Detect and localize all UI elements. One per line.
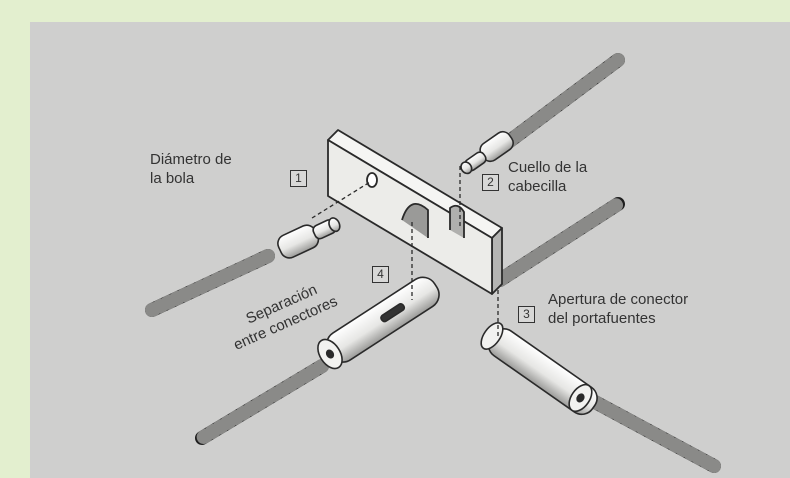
spoke-neck-label: Cuello de la cabecilla <box>508 158 587 196</box>
coiled-wire-group <box>145 53 721 473</box>
holder-opening-label-line2: del portafuentes <box>548 310 656 327</box>
holder-opening-label-line1: Apertura de conector <box>548 291 689 308</box>
holder-connector-left <box>317 276 440 370</box>
callout-number-4: 4 <box>372 266 389 283</box>
holder-connector-right <box>480 322 598 416</box>
callout-number-2: 2 <box>482 174 499 191</box>
spoke-nipple-left <box>277 217 341 259</box>
holder-opening-label: Apertura de conector del portafuentes <box>548 290 688 328</box>
dashed-guide-lines <box>311 166 499 336</box>
connector-bracket <box>327 129 503 295</box>
coil-top-right <box>488 53 625 159</box>
spoke-nipple-top <box>460 130 514 175</box>
ball-diameter-label-line1: Diámetro de <box>150 151 232 168</box>
coil-bottom-right <box>588 395 721 473</box>
coil-right-middle <box>493 197 625 287</box>
coil-left <box>145 249 275 317</box>
callout-number-1: 1 <box>290 170 307 187</box>
exploded-connector-diagram <box>145 53 721 473</box>
diagram-panel: Diámetro de la bola 1 2 Cuello de la cab… <box>30 22 790 478</box>
ball-diameter-label-line2: la bola <box>150 170 195 187</box>
coil-bottom-left <box>195 359 329 445</box>
ball-diameter-label: Diámetro de la bola <box>150 150 232 188</box>
callout-number-3: 3 <box>518 306 535 323</box>
spoke-neck-label-line1: Cuello de la <box>508 159 588 176</box>
spoke-neck-label-line2: cabecilla <box>508 178 567 195</box>
